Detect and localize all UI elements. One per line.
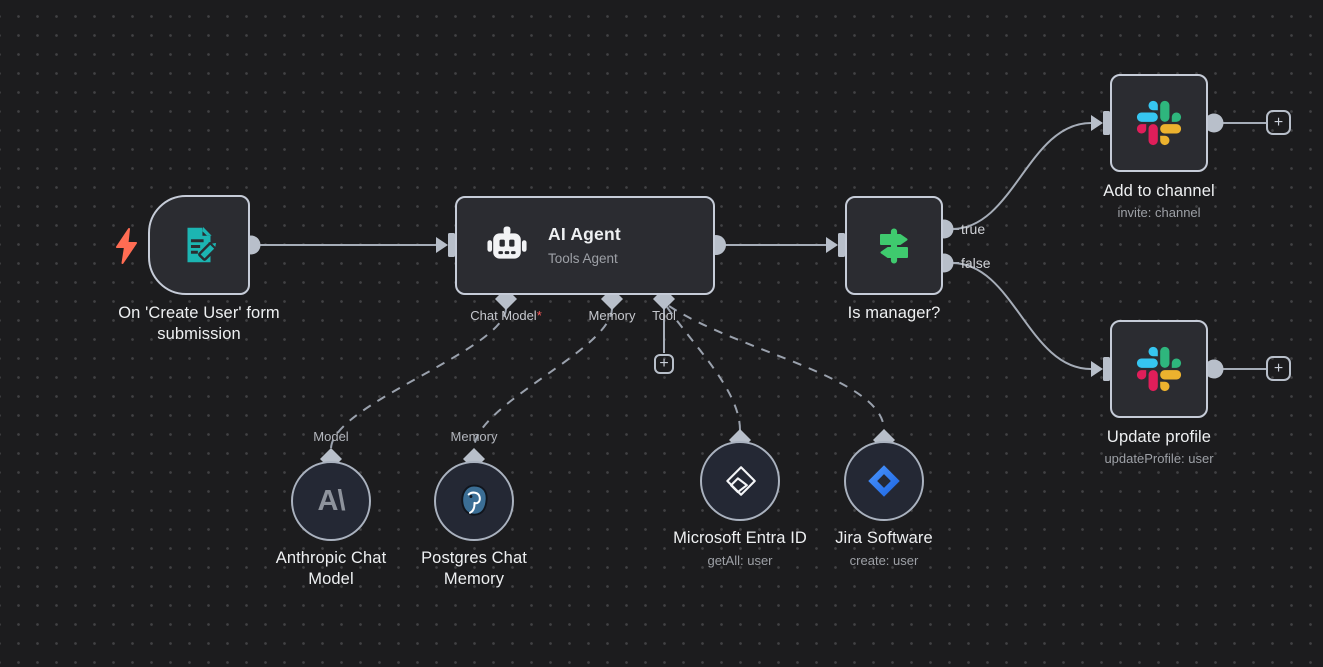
plus-icon: + [1273,359,1284,377]
agent-input-arrow-icon[interactable] [436,237,448,253]
agent-input-bar[interactable] [448,233,455,257]
node-form-trigger-label: On 'Create User' form submission [118,304,280,343]
if-input-bar[interactable] [838,233,845,257]
postgres-icon [461,484,488,516]
postgres-port-label: Memory [450,429,498,444]
node-is-manager-label: Is manager? [847,304,941,322]
node-microsoft-entra-id[interactable] [700,441,780,521]
node-slack-add-label: Add to channel [1103,182,1215,200]
plus-icon: + [1273,113,1284,131]
jira-icon [868,465,900,497]
node-ai-agent-title: AI Agent [548,224,621,244]
agent-port-label-tool: Tool [652,308,676,323]
node-postgres-label: Postgres Chat Memory [421,549,527,588]
edge-tool-to-entra [666,306,741,431]
edge-memory-to-postgres [473,307,613,450]
anthropic-port-label: Model [313,429,349,444]
form-edit-icon [187,227,219,263]
add-tool-button[interactable]: + [654,354,674,374]
node-slack-update-subtitle: updateProfile: user [1104,451,1214,466]
robot-icon [487,226,527,259]
node-slack-add-subtitle: invite: channel [1117,205,1201,220]
node-slack-update-profile[interactable] [1110,320,1208,418]
node-anthropic-label: Anthropic Chat Model [275,549,387,588]
agent-port-label-memory: Memory [588,308,636,323]
anthropic-icon: A\ [317,484,346,517]
node-jira-software[interactable] [844,441,924,521]
slack-icon [1136,346,1182,392]
agent-port-label-chat-model: Chat Model* [470,308,542,323]
node-ai-agent-text: AI Agent Tools Agent [548,224,621,266]
add-node-button-bottom[interactable]: + [1266,356,1291,381]
signpost-icon [880,228,908,263]
required-marker: * [536,308,542,323]
node-is-manager[interactable] [845,196,943,295]
if-output-true-label: true [961,221,986,237]
node-slack-add-to-channel[interactable] [1110,74,1208,172]
slack-update-input-arrow-icon[interactable] [1091,361,1103,377]
node-postgres-chat-memory[interactable] [434,461,514,541]
node-form-trigger[interactable] [148,195,250,295]
if-output-false-label: false [961,255,991,271]
if-input-arrow-icon[interactable] [826,237,838,253]
node-slack-update-label: Update profile [1106,428,1212,446]
edge-tool-to-jira [668,305,885,431]
node-jira-label: Jira Software [835,529,933,547]
node-entra-label: Microsoft Entra ID [673,529,807,547]
add-node-button-top[interactable]: + [1266,110,1291,135]
slack-add-input-bar[interactable] [1103,111,1110,135]
node-anthropic-chat-model[interactable]: A\ [291,461,371,541]
slack-update-input-bar[interactable] [1103,357,1110,381]
entra-icon [726,466,756,496]
trigger-bolt-icon [116,228,137,264]
node-entra-subtitle: getAll: user [707,553,773,568]
plus-icon: + [659,355,669,372]
edge-chatmodel-to-anthropic [330,307,507,450]
node-ai-agent-subtitle: Tools Agent [548,251,618,266]
slack-icon [1136,100,1182,146]
slack-add-input-arrow-icon[interactable] [1091,115,1103,131]
node-jira-subtitle: create: user [849,553,919,568]
